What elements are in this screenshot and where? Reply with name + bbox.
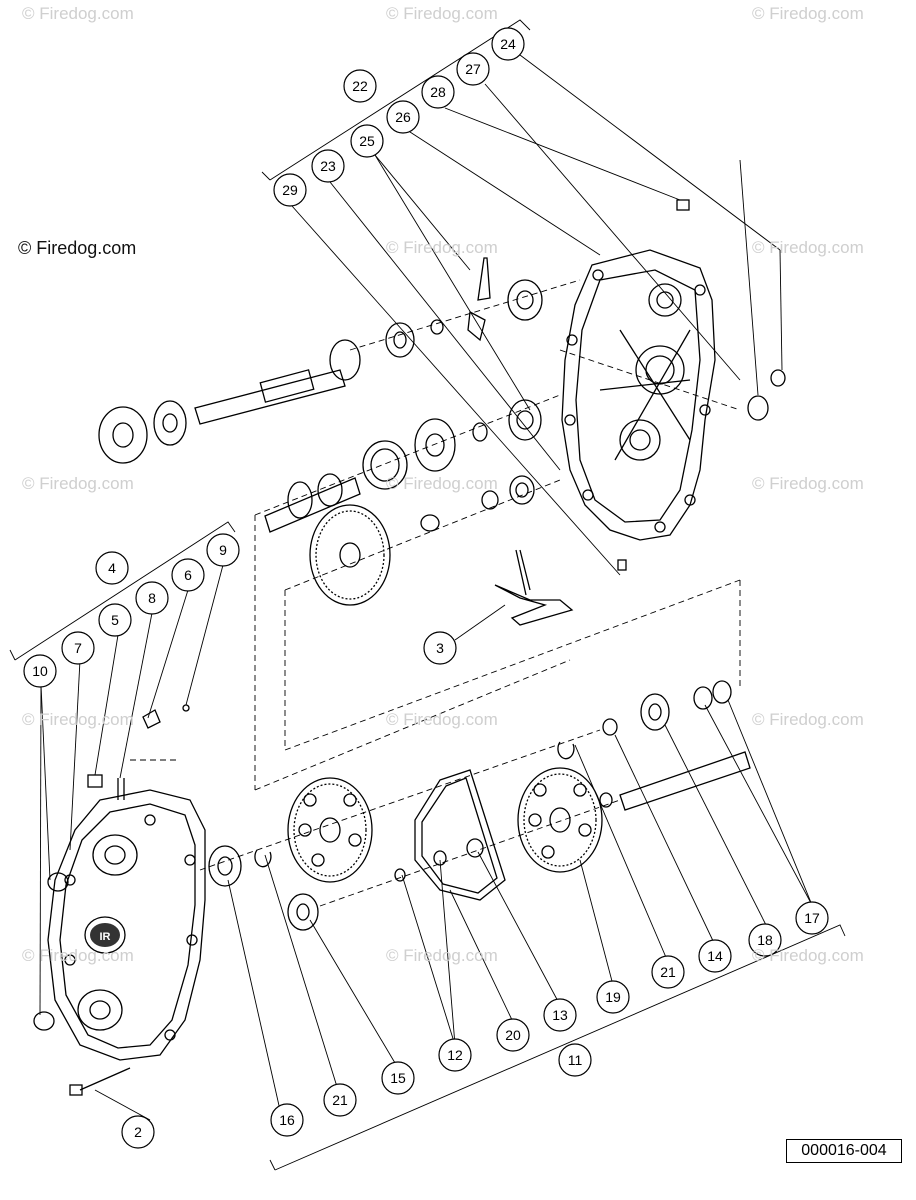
callout-label: 16 [279,1112,295,1128]
callout-10: 10 [23,654,57,688]
callout-label: 26 [395,109,411,125]
housing-logo: IR [90,923,120,947]
output-shaft [599,680,751,811]
callout-label: 9 [219,542,227,558]
watermark-12: © Firedog.com [22,946,134,965]
callout-label: 19 [605,989,621,1005]
svg-text:IR: IR [100,931,111,943]
callout-20: 20 [496,1018,530,1052]
callout-label: 27 [465,61,481,77]
lower-left-gear [287,777,373,883]
callout-16: 16 [270,1103,304,1137]
callout-3: 3 [423,631,457,665]
callout-label: 7 [74,640,82,656]
callout-12: 12 [438,1038,472,1072]
callout-5: 5 [98,603,132,637]
callout-label: 24 [500,36,516,52]
callout-21: 21 [651,955,685,989]
watermark-11: © Firedog.com [752,710,864,729]
watermark-6: © Firedog.com [22,474,134,493]
callout-24: 24 [491,27,525,61]
watermark-4: © Firedog.com [386,238,498,257]
callout-17: 17 [795,901,829,935]
watermark-8: © Firedog.com [752,474,864,493]
callout-27: 27 [456,52,490,86]
callout-label: 2 [134,1124,142,1140]
watermark-5: © Firedog.com [752,238,864,257]
watermark-14: © Firedog.com [752,946,864,965]
callout-label: 17 [804,910,820,926]
watermark-7: © Firedog.com [386,474,498,493]
callout-label: 10 [32,663,48,679]
callout-29: 29 [273,173,307,207]
callout-13: 13 [543,998,577,1032]
callout-19: 19 [596,980,630,1014]
callout-22: 22 [343,69,377,103]
callout-28: 28 [421,75,455,109]
callout-label: 20 [505,1027,521,1043]
callout-layer: 2345678910111213141516171819202121222324… [23,27,829,1149]
callout-label: 5 [111,612,119,628]
large-idler-gear [309,504,391,606]
callout-label: 22 [352,78,368,94]
callout-23: 23 [311,149,345,183]
drive-chain [414,769,506,901]
callout-2: 2 [121,1115,155,1149]
watermark-main: © Firedog.com [18,238,137,258]
upper-housing [561,249,716,541]
upper-input-shaft [98,257,543,464]
callout-7: 7 [61,631,95,665]
callout-label: 21 [332,1092,348,1108]
watermark-13: © Firedog.com [386,946,498,965]
callout-label: 25 [359,133,375,149]
callout-label: 18 [757,932,773,948]
callout-21: 21 [323,1083,357,1117]
callout-9: 9 [206,533,240,567]
lower-right-gear [517,767,603,873]
watermark-10: © Firedog.com [386,710,498,729]
callout-label: 29 [282,182,298,198]
callout-25: 25 [350,124,384,158]
callout-label: 4 [108,560,116,576]
upper-counter-shaft [264,399,542,533]
watermark-1: © Firedog.com [22,4,134,23]
figure-id-box: 000016-004 [786,1139,902,1163]
callout-label: 28 [430,84,446,100]
callout-15: 15 [381,1061,415,1095]
callout-14: 14 [698,939,732,973]
watermark-2: © Firedog.com [386,4,498,23]
callout-6: 6 [171,558,205,592]
shift-fork [494,549,574,626]
callout-11: 11 [558,1043,592,1077]
callout-label: 8 [148,590,156,606]
callout-4: 4 [95,551,129,585]
callout-label: 6 [184,567,192,583]
callout-label: 21 [660,964,676,980]
callout-label: 12 [447,1047,463,1063]
callout-label: 11 [568,1052,583,1068]
callout-label: 23 [320,158,336,174]
callout-26: 26 [386,100,420,134]
callout-18: 18 [748,923,782,957]
callout-label: 14 [707,948,723,964]
lower-housing [33,704,206,1096]
callout-label: 3 [436,640,444,656]
watermark-3: © Firedog.com [752,4,864,23]
callout-label: 13 [552,1007,568,1023]
callout-label: 15 [390,1070,406,1086]
watermark-9: © Firedog.com [22,710,134,729]
callout-8: 8 [135,581,169,615]
